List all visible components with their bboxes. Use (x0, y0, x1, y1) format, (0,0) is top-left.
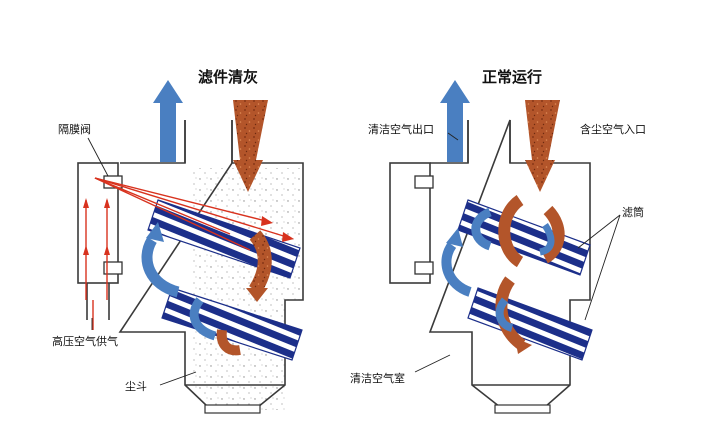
right-blue-swirl-left (441, 242, 472, 297)
left-blue-swirl-lower (189, 297, 217, 341)
right-valve-upper (414, 175, 434, 189)
air-manifold (77, 162, 119, 284)
right-dust-curl-right (541, 205, 565, 264)
label-dusty-air-inlet: 含尘空气入口 (580, 122, 646, 136)
right-clean-air-arrow (440, 80, 470, 162)
label-high-pressure-air: 高压空气供气 (52, 334, 118, 348)
left-panel-cleaning: 滤件清灰 (52, 68, 304, 414)
right-blue-swirl-inner (539, 223, 555, 256)
right-panel-normal: 正常运行 清洁空气出口 含尘空气入口 滤筒 (350, 68, 646, 414)
label-diaphragm-valve: 隔膜阀 (58, 122, 91, 136)
left-dust-fall-arrow (248, 230, 272, 294)
left-blue-exhaust-arrow (153, 80, 183, 162)
label-filter-cartridge: 滤筒 (622, 205, 644, 219)
diaphragm-valve-lower (103, 261, 123, 275)
label-clean-air-outlet: 清洁空气出口 (368, 122, 434, 136)
right-panel-title: 正常运行 (482, 68, 542, 86)
label-clean-air-chamber: 清洁空气室 (350, 371, 405, 385)
left-blue-swirl-upper (141, 237, 180, 298)
right-filter-cartridge-lower (467, 287, 593, 361)
right-air-manifold (389, 162, 431, 284)
left-dust-swirl (216, 329, 241, 356)
right-blue-swirl-upper (471, 207, 493, 251)
label-dust-hopper: 尘斗 (125, 380, 147, 393)
left-jet-arrowheads (83, 198, 294, 255)
left-hopper-grate (204, 404, 261, 414)
left-panel-title: 滤件清灰 (198, 68, 258, 86)
right-dust-curl-upper (498, 195, 524, 268)
right-hopper-grate (494, 404, 551, 414)
left-dust-inlet-arrow (233, 100, 268, 192)
right-blue-swirl-lower (495, 297, 514, 332)
right-dust-inlet-arrow (525, 100, 560, 192)
right-valve-lower (414, 261, 434, 275)
